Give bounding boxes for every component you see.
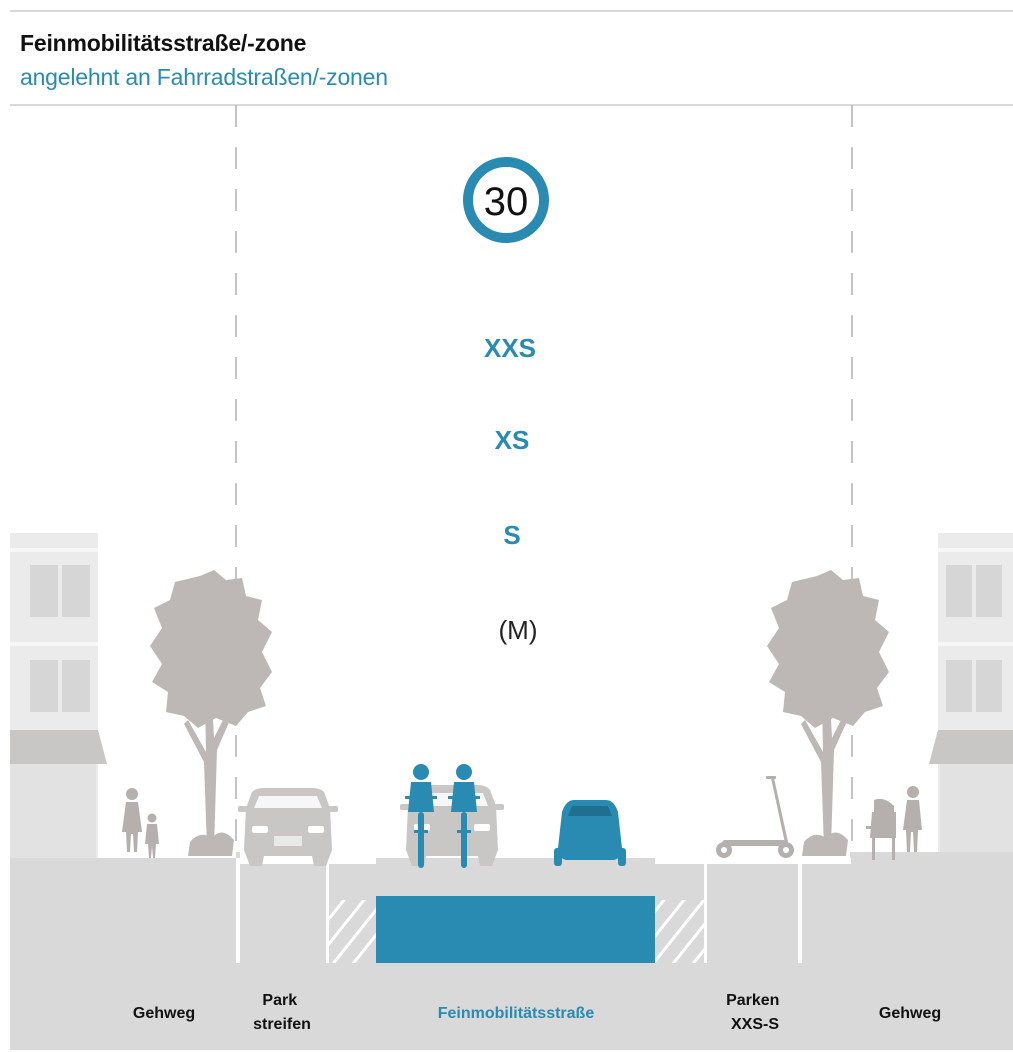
tree-right-icon xyxy=(767,570,889,856)
zone-label-feinmobilitaetsstrasse: Feinmobilitätsstraße xyxy=(438,1005,595,1022)
speed-limit-value: 30 xyxy=(484,180,529,224)
zone-label-gehweg-left: Gehweg xyxy=(133,1005,195,1022)
tree-left-icon xyxy=(150,570,272,856)
cyclist-right-icon xyxy=(448,764,480,868)
zone-label-gehweg-right: Gehweg xyxy=(879,1005,941,1022)
zone-labels: Gehweg Park streifen Feinmobilitätsstraß… xyxy=(133,992,941,1033)
page-subtitle: angelehnt an Fahrradstraßen/-zonen xyxy=(20,64,388,90)
building-right xyxy=(929,533,1013,858)
building-left xyxy=(10,533,107,858)
lane-markings xyxy=(236,858,802,963)
vehicle-class-label: XXS xyxy=(484,333,536,363)
pedestrian-right-icon xyxy=(903,786,922,852)
buffer-hatch-left xyxy=(329,900,376,963)
escooter-icon xyxy=(716,776,794,858)
vehicle-class-list: XXS XS S (M) xyxy=(484,333,538,645)
pram-icon xyxy=(866,798,896,860)
pedestrian-adult-left-icon xyxy=(122,788,142,852)
header: Feinmobilitätsstraße/-zone angelehnt an … xyxy=(10,12,1013,106)
speed-limit-sign: 30 xyxy=(463,157,549,243)
vehicle-class-label: (M) xyxy=(499,615,538,645)
vehicle-class-label: XS xyxy=(495,425,530,455)
vehicle-class-label: S xyxy=(503,520,520,550)
page-title: Feinmobilitätsstraße/-zone xyxy=(20,30,307,56)
parked-car-left-icon xyxy=(238,788,338,866)
cyclist-left-icon xyxy=(405,764,437,868)
zone-label-parken-xxs-s: Parken XXS-S xyxy=(726,992,784,1033)
microcar-icon xyxy=(554,800,626,866)
feinmobilitaetsstrasse-lane xyxy=(376,896,655,963)
pedestrian-child-left-icon xyxy=(145,813,159,858)
zone-label-parkstreifen: Park streifen xyxy=(253,992,311,1033)
buffer-hatch-right xyxy=(655,900,704,963)
